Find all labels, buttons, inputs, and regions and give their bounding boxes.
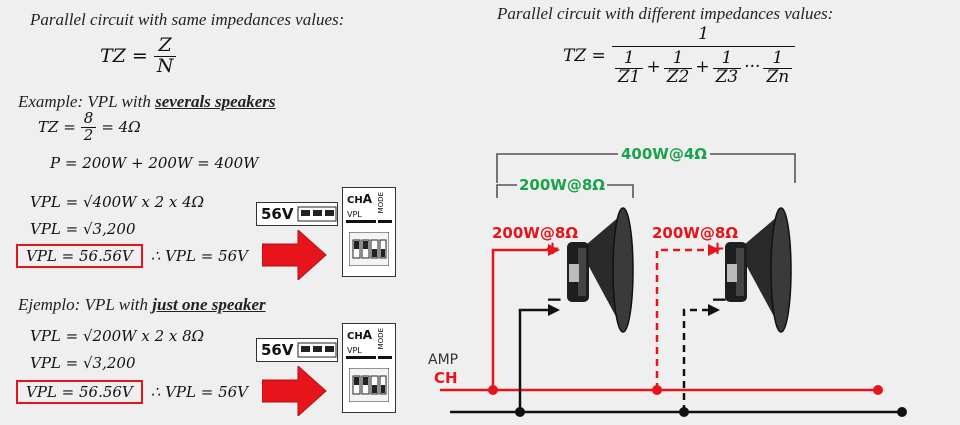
ex1-vpl-boxed: VPL = 56.56V [16,244,143,268]
dip-switch-block-icon [349,232,389,266]
ex2-vpl-line2: VPL = √3,200 [30,354,136,372]
ex2-vpl-boxed: VPL = 56.56V [16,380,143,404]
tz-lhs: TZ = [100,45,148,68]
speaker-2-negative-wire [682,308,710,412]
tz-fraction: Z N [153,34,177,77]
ex1-tz-formula: TZ = 8 2 = 4Ω [38,109,141,144]
tz-numerator: Z [158,34,172,56]
red-arrow-icon [262,230,327,280]
speaker-1-negative-wire [518,308,550,412]
ex2-vpl-line1: VPL = √200W x 2 x 8Ω [30,327,205,345]
ex1-vpl-result: VPL = 56.56V ∴ VPL = 56V [16,244,248,268]
example1-emphasis: severals speakers [155,92,276,111]
speaker-1-minus: − [546,287,563,311]
ch-mode-panel-1: CHA MODE VPL [342,187,396,277]
ch-label: CH [347,331,363,342]
example2-emphasis: just one speaker [152,295,266,314]
example2-prefix: Ejemplo: VPL with [18,295,153,314]
ch-letter: A [362,192,373,206]
tz2-numerator: 1 [698,24,709,44]
speaker-1-icon [567,207,634,333]
ch-label: CH [347,195,363,206]
mode-label: MODE [377,328,385,350]
red-arrow-icon [262,366,327,416]
different-impedance-title: Parallel circuit with different impedanc… [497,4,834,23]
voltage-switch-panel-2: 56V [256,338,338,362]
ex1-tz-num: 8 [83,109,94,127]
example1-prefix: Example: VPL with [18,92,156,111]
tz-same-formula: TZ = Z N [100,34,177,77]
ex1-vpl-line1: VPL = √400W x 2 x 4Ω [30,193,205,211]
pair-power-label: 200W@8Ω [517,176,608,194]
dip-switch-block-icon [349,368,389,402]
voltage-switch-panel-1: 56V [256,202,338,226]
voltage-label-1: 56V [261,205,294,223]
speaker-2-label: 200W@8Ω [652,224,739,242]
total-power-label: 400W@4Ω [618,145,711,163]
vpl-label: VPL [347,210,362,219]
mode-label: MODE [377,192,385,214]
ex2-vpl-result: VPL = 56.56V ∴ VPL = 56V [16,380,248,404]
voltage-label-2: 56V [261,341,294,359]
speaker-1-plus: + [545,238,561,259]
speaker-2-plus: + [710,238,726,259]
ex1-tz-rhs: = 4Ω [101,118,141,137]
ex1-vpl-conclusion: ∴ VPL = 56V [150,247,248,265]
speaker-2-icon [725,207,792,333]
vpl-label: VPL [347,346,362,355]
parallel-circuit-diagram [440,153,907,417]
speaker-2-minus: − [711,287,728,311]
speaker-1-label: 200W@8Ω [492,224,579,242]
example1-heading: Example: VPL with severals speakers [18,92,276,112]
same-impedance-title: Parallel circuit with same impedances va… [30,10,345,29]
example2-heading: Ejemplo: VPL with just one speaker [18,295,266,315]
amp-ch-label: CH [434,369,458,387]
ex1-vpl-line2: VPL = √3,200 [30,220,136,238]
dip-switch-icon [297,206,337,222]
ex2-vpl-conclusion: ∴ VPL = 56V [150,383,248,401]
ch-letter: A [362,328,373,342]
speaker-1-positive-wire [491,248,550,390]
tz2-lhs: TZ = [563,46,606,67]
dip-switch-icon [297,342,337,358]
ch-mode-panel-2: CHA MODE VPL [342,323,396,413]
ex1-tz-lhs: TZ = [38,118,76,137]
ex1-power-formula: P = 200W + 200W = 400W [50,154,259,172]
ex1-tz-den: 2 [80,126,97,144]
ex1-tz-fraction: 8 2 [80,109,97,144]
amp-label: AMP [428,352,459,368]
tz-denominator: N [153,55,177,77]
